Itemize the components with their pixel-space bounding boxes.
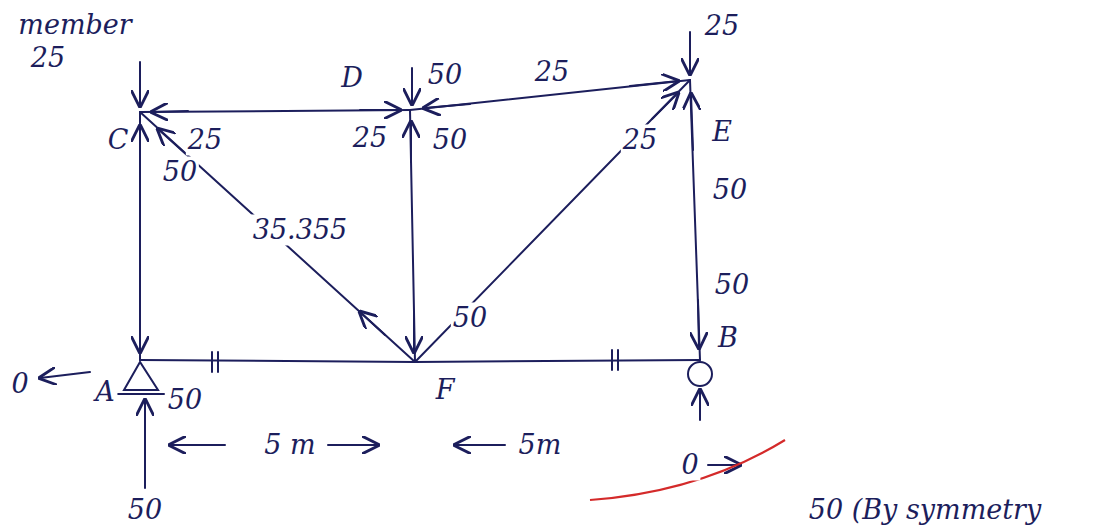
load-value: 50 <box>426 59 464 90</box>
force-arrow <box>691 94 693 150</box>
force-arrow <box>652 93 678 119</box>
force-arrow <box>360 312 385 335</box>
force-value: 25 <box>186 124 224 155</box>
dimension: 5 m <box>262 429 317 460</box>
member-df <box>410 110 415 362</box>
force-value: 50 <box>431 124 469 155</box>
force-arrow <box>630 81 678 86</box>
load-arrow <box>411 68 413 104</box>
member-cd <box>140 110 410 112</box>
pin-support <box>124 362 158 390</box>
reaction-value: 50 <box>126 494 164 525</box>
joint-letter: A <box>93 376 117 407</box>
joint-letter: D <box>339 62 365 93</box>
dimension: 5m <box>517 429 564 460</box>
reaction-value: 50 <box>166 384 204 415</box>
tick-mark <box>212 352 218 372</box>
reaction-arrow <box>40 372 90 378</box>
load-value: 25 <box>703 10 741 41</box>
joint-letter: C <box>106 124 131 155</box>
reaction-value: 0 <box>9 368 30 399</box>
force-value: 50 <box>451 302 489 333</box>
force-arrow <box>139 126 141 172</box>
reaction-arrow <box>144 400 146 488</box>
force-arrow <box>152 111 188 112</box>
member-fb <box>415 360 700 362</box>
load-arrow <box>139 62 141 106</box>
force-arrow <box>410 122 412 162</box>
force-arrow <box>360 109 400 111</box>
reaction-value: 0 <box>679 449 700 480</box>
ground-line <box>118 393 164 395</box>
check-mark <box>590 440 785 500</box>
note: member <box>16 9 133 40</box>
force-arrow <box>413 312 415 352</box>
joint-letter: F <box>434 374 457 405</box>
load-value: 25 <box>29 42 67 73</box>
force-value: 50 <box>713 269 751 300</box>
force-arrow <box>139 320 141 352</box>
joint-letter: B <box>716 322 740 353</box>
member-fe <box>415 80 690 362</box>
member-af <box>140 360 415 362</box>
note: 50 (By symmetry <box>807 494 1043 525</box>
force-value: 25 <box>351 122 389 153</box>
dimension-arrow <box>328 444 378 446</box>
force-value: 35.355 <box>251 214 349 245</box>
load-arrow <box>689 32 691 74</box>
joint-letter: E <box>710 116 734 147</box>
reaction-arrow <box>699 390 701 420</box>
force-arrow <box>698 300 699 348</box>
dimension-arrow <box>455 444 505 446</box>
tick-mark <box>612 350 618 370</box>
roller-support <box>688 362 712 386</box>
member-ca <box>139 112 141 360</box>
force-value: 25 <box>621 124 659 155</box>
member-eb <box>690 80 700 360</box>
member-cf <box>140 112 415 362</box>
force-value: 50 <box>711 174 749 205</box>
dimension-arrow <box>170 444 225 446</box>
force-value: 50 <box>161 156 199 187</box>
force-value: 25 <box>533 56 571 87</box>
force-arrow <box>424 104 470 108</box>
